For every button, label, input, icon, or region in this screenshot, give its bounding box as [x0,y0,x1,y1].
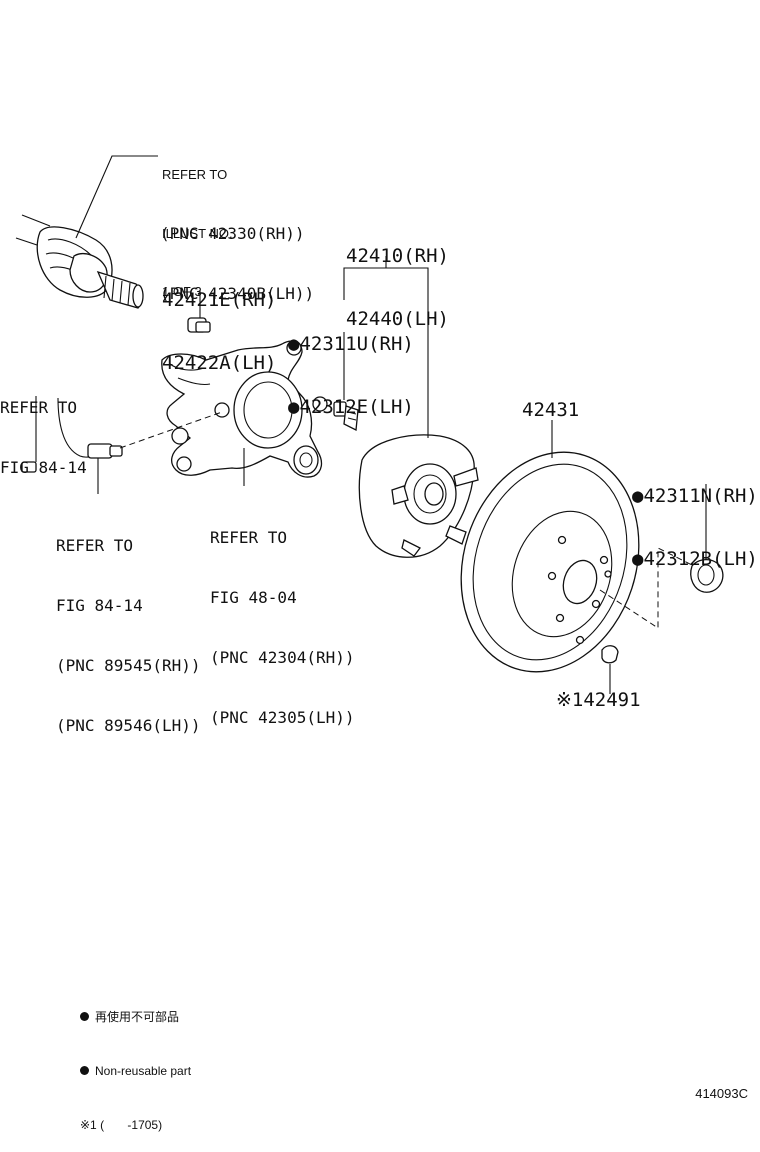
speed-sensor [21,396,123,494]
disc-screw [601,645,619,664]
legend: 再使用不可部品 Non-reusable part ※1 ( -1705) [80,972,191,1152]
callout-42491[interactable]: ※142491 [556,689,641,711]
nut-dashline [599,547,695,629]
hub-bearing [358,434,479,558]
callout-42421[interactable]: 42421E(RH) 42422A(LH) [162,248,276,395]
callout-line: (PNC 42330(RH)) [160,224,305,243]
part-number[interactable]: 42422A(LH) [162,352,277,374]
callout-line: 1 OF 3 [162,284,202,299]
callout-line: ILLUST NO. [162,225,233,241]
hub-nut [690,559,724,593]
callout-axle-pnc: (PNC 42330(RH)) (PNC 42340B(LH)) [160,184,314,324]
part-number[interactable]: ●42311N(RH) [632,485,758,507]
callout-axle-refer: REFER TO ILLUST NO. 1 OF 3 [162,126,233,321]
diagram-drawing [15,155,724,694]
callout-line: FIG 84-14 [0,458,87,477]
figure-number: 414093C [695,1086,748,1101]
callout-line: (PNC 42305(LH)) [210,708,355,727]
part-number[interactable]: ●42312B(LH) [632,548,758,570]
callout-line: REFER TO [0,398,78,417]
callout-42431[interactable]: 42431 [522,399,580,421]
callout-fig48: REFER TO FIG 48-04 (PNC 42304(RH)) (PNC … [210,488,355,748]
part-number[interactable]: 42410(RH) [346,245,449,267]
callout-line: FIG 84-14 [56,596,143,615]
brake-disc [460,451,640,673]
callout-42311n[interactable]: ●42311N(RH) ●42312B(LH) [632,444,758,591]
hub-bolt [333,332,359,432]
callout-42410[interactable]: 42410(RH) 42440(LH) [346,204,449,351]
legend-text: 再使用不可部品 [95,1010,180,1024]
knuckle-bolt [187,290,211,333]
callout-42311u[interactable]: ●42311U(RH) ●42312E(LH) [288,292,414,439]
steering-knuckle [161,340,328,478]
legend-text: Non-reusable part [95,1064,192,1078]
callout-line: FIG 48-04 [210,588,297,607]
callout-fig84-sensor: REFER TO FIG 84-14 (PNC 89545(RH)) (PNC … [56,496,201,756]
leader-axle [75,155,158,239]
legend-row-note: ※1 ( -1705) [80,1116,191,1134]
part-number[interactable]: 42440(LH) [346,308,449,330]
part-number[interactable]: ●42311U(RH) [288,333,414,355]
bullet-icon [80,1012,89,1021]
parts-diagram: REFER TO ILLUST NO. 1 OF 3 (PNC 42330(RH… [0,126,758,1132]
legend-row-en: Non-reusable part [80,1062,191,1080]
callout-line: REFER TO [162,167,228,182]
callout-line: REFER TO [56,536,134,555]
callout-line: REFER TO [210,528,288,547]
part-number[interactable]: ●42312E(LH) [288,396,414,418]
bullet-icon [80,1066,89,1075]
legend-row-jp: 再使用不可部品 [80,1008,191,1026]
drive-shaft-cv-joint [15,214,144,309]
sensor-dashline [119,411,223,449]
part-number[interactable]: 42421E(RH) [162,289,277,311]
callout-line: (PNC 89545(RH)) [56,656,201,675]
callout-line: (PNC 42340B(LH)) [160,284,315,303]
callout-line: (PNC 89546(LH)) [56,716,201,735]
callout-line: (PNC 42304(RH)) [210,648,355,667]
legend-text: ※1 ( -1705) [80,1118,163,1132]
callout-fig84-left: REFER TO FIG 84-14 [0,358,87,498]
